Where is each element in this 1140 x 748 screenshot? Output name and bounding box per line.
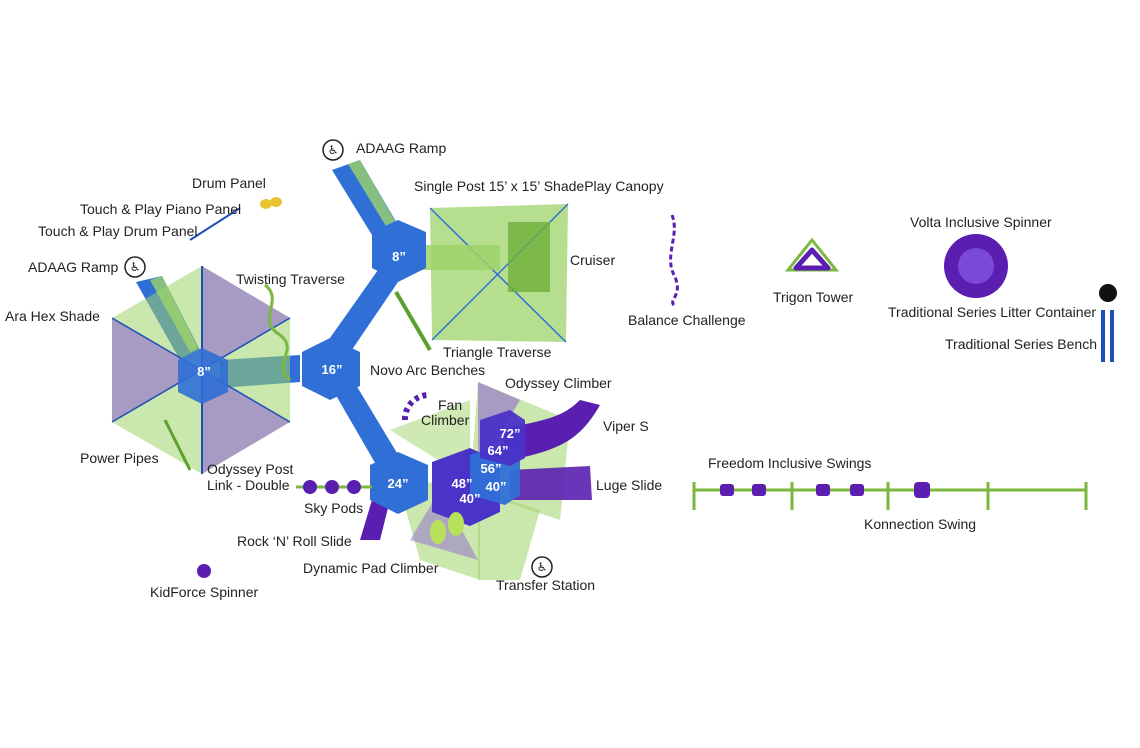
label-ara-hex-shade: Ara Hex Shade [5,308,100,324]
label-twisting-traverse: Twisting Traverse [236,271,345,287]
label-luge-slide: Luge Slide [596,477,662,493]
deck-label: 8” [392,249,406,264]
deck-label: 48” [452,476,473,491]
label-dynamic-pad-climber: Dynamic Pad Climber [303,560,439,576]
label-trigon-tower: Trigon Tower [773,289,853,305]
shadeplay-canopy [429,203,569,343]
label-odyssey-climber: Odyssey Climber [505,375,612,391]
svg-text:♿: ♿ [130,260,141,274]
label-bench: Traditional Series Bench [945,336,1097,352]
deck-label: 8” [197,364,211,379]
kidforce-spinner-item [197,564,211,578]
deck-24 [370,452,428,514]
label-triangle-traverse: Triangle Traverse [443,344,552,360]
label-rock-n-roll-slide: Rock ‘N’ Roll Slide [237,533,352,549]
label-litter-container: Traditional Series Litter Container [888,304,1096,320]
accessibility-icon: ♿ [124,256,146,278]
trigon-tower-item [784,237,840,272]
label-adaag-ramp: ADAAG Ramp [356,140,446,156]
label-cruiser: Cruiser [570,252,615,268]
svg-text:♿: ♿ [537,560,548,574]
decks [178,220,525,526]
bench-item [1101,310,1114,362]
deck-16 [302,338,360,400]
deck-label: 24” [388,476,409,491]
accessibility-icon: ♿ [322,139,344,161]
balance-challenge-item [669,214,679,307]
label-drum-panel-tp: Touch & Play Drum Panel [38,223,198,239]
label-transfer-station: Transfer Station [496,577,595,593]
volta-spinner-item [944,234,1008,298]
deck-64-72 [480,410,525,466]
label-kidforce-spinner: KidForce Spinner [150,584,259,600]
label-volta-spinner: Volta Inclusive Spinner [910,214,1052,230]
accessories [163,197,464,544]
label-novo-arc-benches: Novo Arc Benches [370,362,485,378]
label-odyssey-post: Odyssey Post [207,461,293,477]
deck-8-left [178,348,228,404]
svg-text:♿: ♿ [328,143,339,157]
deck-label: 40” [460,491,481,506]
accessibility-icon: ♿ [531,556,553,578]
deck-label: 16” [322,362,343,377]
label-balance-challenge: Balance Challenge [628,312,746,328]
label-fan-climber: Fan [438,397,462,413]
deck-label: 72” [500,426,521,441]
label-adaag-ramp: ADAAG Ramp [28,259,118,275]
label-fan-climber: Climber [421,412,470,428]
label-konnection-swing: Konnection Swing [864,516,976,532]
label-piano-panel: Touch & Play Piano Panel [80,201,241,217]
label-power-pipes: Power Pipes [80,450,159,466]
label-freedom-swings: Freedom Inclusive Swings [708,455,871,471]
label-sky-pods: Sky Pods [304,500,363,516]
adaag-ramp-top-structure [332,160,402,248]
litter-container-item [1099,284,1117,302]
label-odyssey-post: Link - Double [207,477,290,493]
deck-label: 56” [481,461,502,476]
deck-8-top [372,220,426,282]
deck-label: 40” [486,479,507,494]
label-drum-panel: Drum Panel [192,175,266,191]
label-viper-s: Viper S [603,418,649,434]
swings-item [692,482,1088,510]
label-canopy: Single Post 15’ x 15’ ShadePlay Canopy [414,178,664,194]
deck-label: 64” [488,443,509,458]
